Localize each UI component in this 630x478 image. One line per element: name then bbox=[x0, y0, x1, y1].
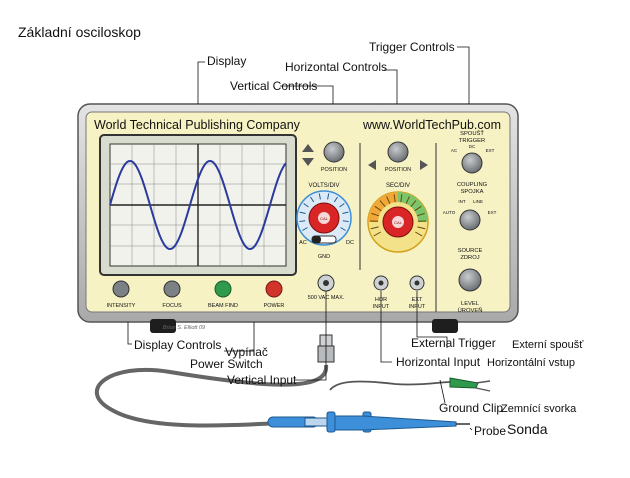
vertical-input-pin bbox=[323, 280, 329, 286]
level-label-en: LEVEL bbox=[461, 301, 480, 307]
label-external-trigger: External Trigger bbox=[411, 336, 496, 350]
trigger-ext-label: EXT bbox=[486, 148, 495, 153]
coupling-switch-handle[interactable] bbox=[312, 236, 321, 243]
beam-find-button[interactable] bbox=[215, 281, 231, 297]
source-label-en: SOURCE bbox=[458, 248, 483, 254]
probe-barrel bbox=[335, 416, 456, 430]
volts-div-label: VOLTS/DIV bbox=[309, 183, 340, 189]
level-label-cz: ÚROVEŇ bbox=[458, 307, 483, 314]
probe-switch[interactable] bbox=[305, 418, 327, 426]
vertical-position-knob[interactable] bbox=[324, 142, 344, 162]
label-zemnici-svorka: Zemnící svorka bbox=[501, 402, 576, 416]
gnd-label: GND bbox=[318, 254, 330, 260]
coupling-label-cz: SPOJKA bbox=[461, 189, 484, 195]
intensity-knob[interactable] bbox=[113, 281, 129, 297]
dc-label: DC bbox=[346, 240, 354, 246]
auto-label: AUTO bbox=[443, 210, 456, 215]
trigger-title-cz: SPOUŠŤ bbox=[460, 129, 484, 137]
trigger-dc-label: DC bbox=[469, 144, 476, 149]
beam-find-label: BEAM FIND bbox=[208, 303, 238, 309]
sec-div-label: SEC/DIV bbox=[386, 183, 410, 189]
label-display-controls: Display Controls bbox=[134, 338, 221, 352]
label-vertical-input: Vertical Input bbox=[227, 373, 296, 387]
line-label: LINE bbox=[473, 199, 483, 204]
label-horizontal-controls: Horizontal Controls bbox=[285, 60, 387, 74]
label-ground-clip: Ground Clip bbox=[439, 401, 503, 415]
company-name: World Technical Publishing Company bbox=[94, 118, 301, 132]
signature: Brian S. Elliott 09 bbox=[163, 325, 205, 331]
focus-label: FOCUS bbox=[162, 303, 182, 309]
coupling-label-en: COUPLING bbox=[457, 182, 488, 188]
source-label-cz: ZDROJ bbox=[460, 255, 479, 261]
int-label: INT bbox=[458, 199, 466, 204]
label-trigger-controls: Trigger Controls bbox=[369, 40, 455, 54]
hor-input-pin bbox=[379, 281, 384, 286]
label-externi-spoust: Externí spoušť bbox=[512, 338, 583, 352]
ext-input-pin bbox=[415, 281, 420, 286]
label-horizontal-input: Horizontal Input bbox=[396, 355, 480, 369]
label-power-switch: Power Switch bbox=[190, 357, 263, 371]
coupling-knob[interactable] bbox=[462, 153, 482, 173]
level-knob[interactable] bbox=[459, 269, 481, 291]
diagram-title: Základní osciloskop bbox=[18, 24, 141, 40]
right-foot bbox=[432, 319, 458, 333]
sec-cal-label: CAL bbox=[394, 220, 403, 225]
ground-clip-jaws bbox=[476, 381, 490, 391]
label-display: Display bbox=[207, 54, 246, 68]
label-probe: Probe bbox=[474, 424, 506, 438]
vertical-position-label: POSITION bbox=[321, 167, 347, 173]
label-sonda: Sonda bbox=[507, 422, 547, 436]
source-knob[interactable] bbox=[460, 210, 480, 230]
label-horizontalni-vstup: Horizontální vstup bbox=[487, 356, 575, 370]
ground-lead bbox=[330, 382, 450, 390]
probe-guard bbox=[327, 412, 335, 432]
horizontal-position-label: POSITION bbox=[385, 167, 411, 173]
power-label: POWER bbox=[264, 303, 285, 309]
ac-label: AC bbox=[299, 240, 307, 246]
ext2-label: EXT bbox=[488, 210, 497, 215]
power-button[interactable] bbox=[266, 281, 282, 297]
ground-clip-body bbox=[450, 378, 478, 388]
focus-knob[interactable] bbox=[164, 281, 180, 297]
horizontal-position-knob[interactable] bbox=[388, 142, 408, 162]
intensity-label: INTENSITY bbox=[107, 303, 136, 309]
trigger-ac-label: AC bbox=[451, 148, 458, 153]
volts-cal-label: CAL bbox=[320, 216, 329, 221]
label-vertical-controls: Vertical Controls bbox=[230, 79, 317, 93]
website: www.WorldTechPub.com bbox=[362, 118, 501, 132]
